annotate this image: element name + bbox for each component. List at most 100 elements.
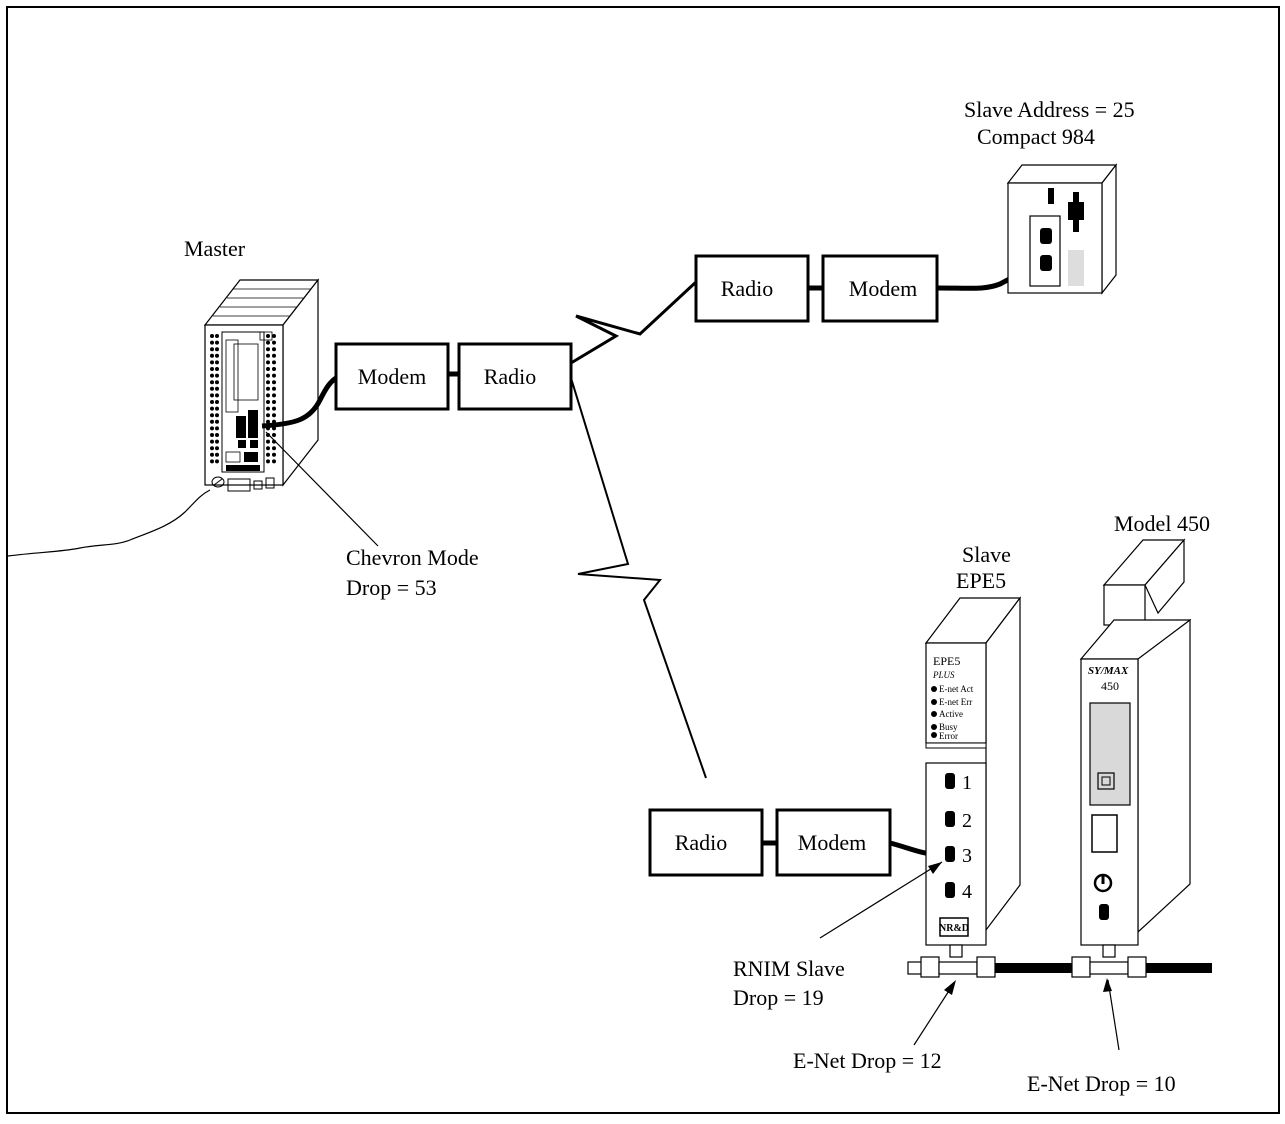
terminal-dot — [215, 340, 219, 345]
terminal-dot — [215, 367, 219, 371]
terminal-dot — [272, 446, 276, 451]
rnim-pointer — [819, 861, 943, 939]
radio-master-label: Radio — [484, 364, 537, 389]
epe5-led-busy: Busy — [939, 722, 958, 732]
master-plc — [203, 278, 320, 492]
enet12-arrowhead — [944, 980, 956, 995]
terminal-dot — [215, 433, 219, 437]
terminal-dot — [272, 452, 276, 457]
terminal-dot — [272, 347, 276, 352]
epe5-led-enet-act: E-net Act — [939, 684, 974, 694]
terminal-dot — [272, 459, 276, 464]
terminal-dot — [210, 373, 214, 378]
terminal-dot — [215, 393, 219, 398]
model450-label: Model 450 — [1114, 511, 1210, 536]
terminal-dot — [210, 347, 214, 352]
terminal-dot — [266, 340, 270, 345]
terminal-dot — [215, 439, 219, 444]
terminal-dot — [210, 406, 214, 411]
terminal-dot — [266, 386, 270, 391]
terminal-dot — [266, 373, 270, 378]
terminal-dot — [215, 360, 219, 365]
terminal-dot — [210, 393, 214, 398]
ground-line — [7, 489, 211, 557]
terminal-dot — [272, 353, 276, 358]
terminal-dot — [266, 334, 270, 338]
terminal-dot — [272, 413, 276, 418]
compact-984 — [1006, 163, 1118, 295]
rnim-arrowhead — [928, 862, 942, 874]
enet10-arrowhead — [1103, 978, 1112, 992]
rnim-label-line2: Drop = 19 — [733, 985, 824, 1010]
terminal-dot — [215, 334, 219, 338]
chevron-pointer — [265, 431, 379, 547]
terminal-dot — [215, 452, 219, 457]
terminal-dot — [210, 334, 214, 338]
radio-master-box — [457, 342, 573, 411]
nrd-logo: NR&D — [939, 923, 969, 934]
epe5-led-active: Active — [939, 709, 963, 719]
epe5-port-2: 2 — [962, 810, 972, 832]
terminal-dot — [210, 419, 214, 424]
terminal-dot — [215, 446, 219, 451]
modem-bottom-box — [775, 808, 892, 877]
terminal-dot — [210, 386, 214, 391]
enet10-pointer — [1107, 979, 1120, 1051]
terminal-dot — [210, 433, 214, 437]
epe5-port-1: 1 — [962, 772, 972, 794]
terminal-dot — [210, 367, 214, 371]
terminal-dot — [210, 400, 214, 404]
terminal-dot — [210, 439, 214, 444]
terminal-dot — [266, 367, 270, 371]
chevron-label-line2: Drop = 53 — [346, 575, 437, 600]
terminal-dot — [272, 433, 276, 437]
terminal-dot — [266, 360, 270, 365]
terminal-dot — [210, 353, 214, 358]
diagram-frame — [6, 6, 1280, 1114]
terminal-dot — [272, 334, 276, 338]
master-label: Master — [184, 236, 246, 261]
terminal-dot — [272, 393, 276, 398]
terminal-dot — [272, 380, 276, 385]
terminal-dot — [272, 406, 276, 411]
terminal-dot — [266, 446, 270, 451]
terminal-dot — [210, 413, 214, 418]
epe5-led-enet-err: E-net Err — [939, 697, 972, 707]
radio-link-bottom — [570, 377, 707, 779]
terminal-dot — [215, 459, 219, 464]
terminal-dot — [266, 452, 270, 457]
slave-address-line2: Compact 984 — [977, 124, 1095, 149]
terminal-dot — [215, 353, 219, 358]
terminal-dot — [215, 406, 219, 411]
terminal-dot — [266, 433, 270, 437]
modem-top-label: Modem — [849, 276, 917, 301]
terminal-dot — [215, 347, 219, 352]
terminal-dot — [215, 400, 219, 404]
modem-master-box — [334, 342, 450, 411]
terminal-dot — [272, 386, 276, 391]
terminal-dot — [210, 340, 214, 345]
terminal-dot — [266, 459, 270, 464]
terminal-dot — [210, 446, 214, 451]
master-cable — [261, 375, 338, 429]
radio-top-label: Radio — [721, 276, 774, 301]
terminal-dot — [266, 406, 270, 411]
terminal-dot — [266, 347, 270, 352]
chevron-label-line1: Chevron Mode — [346, 545, 479, 570]
terminal-dot — [210, 459, 214, 464]
epe5-port-3: 3 — [962, 845, 972, 867]
epe5-title: EPE5 — [933, 654, 960, 668]
terminal-dot — [210, 452, 214, 457]
terminal-dot — [215, 386, 219, 391]
terminal-dot — [266, 439, 270, 444]
epe5-module — [924, 596, 1022, 958]
terminal-dot — [210, 426, 214, 431]
terminal-dot — [215, 419, 219, 424]
terminal-dot — [215, 413, 219, 418]
terminal-dot — [210, 360, 214, 365]
model450-number: 450 — [1101, 679, 1119, 693]
terminal-dot — [272, 360, 276, 365]
epe5-port-4: 4 — [962, 881, 972, 903]
terminal-dot — [266, 393, 270, 398]
